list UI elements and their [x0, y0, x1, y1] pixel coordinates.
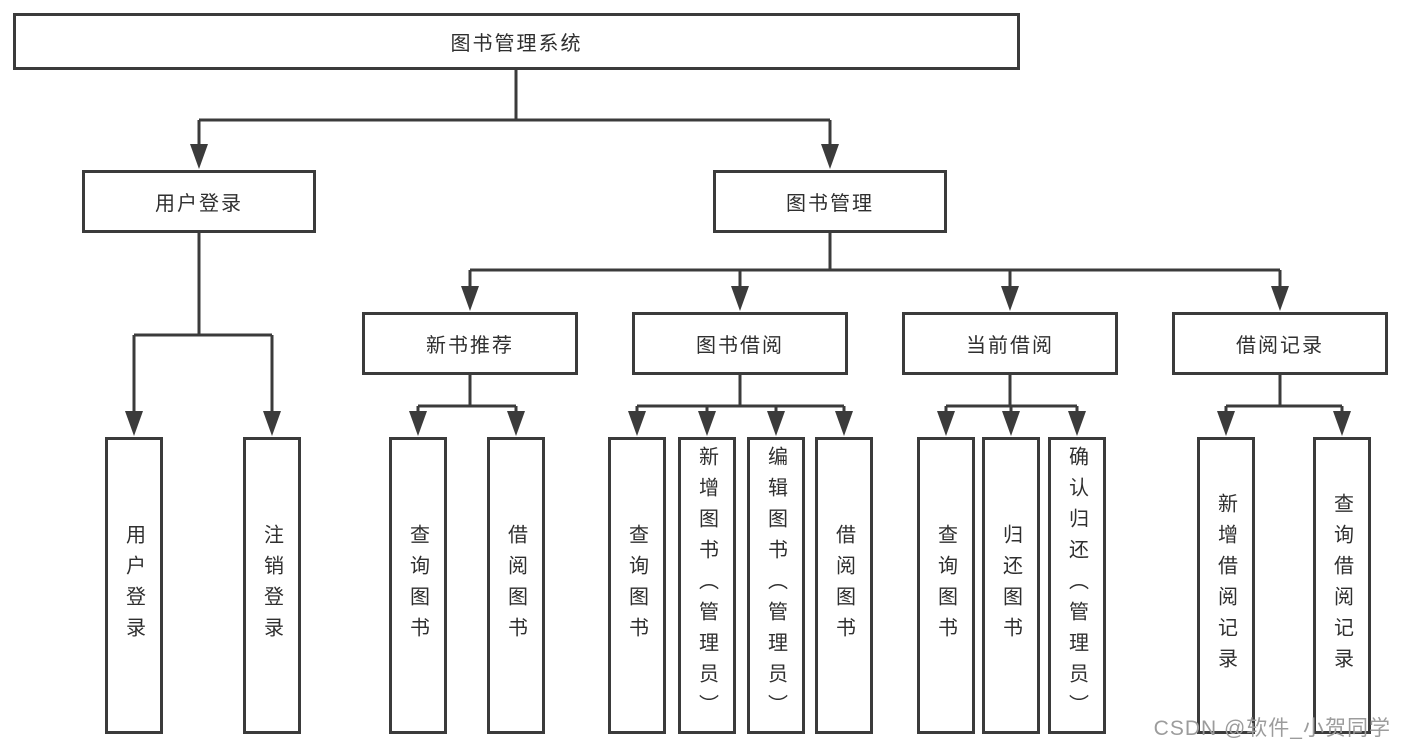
leaf-user-login: 用户登录 [105, 437, 163, 734]
arrowhead-icon [731, 286, 749, 311]
arrowhead-icon [263, 411, 281, 436]
arrowhead-icon [461, 286, 479, 311]
leaf-query-books-recommend: 查询图书 [389, 437, 447, 734]
arrowhead-icon [1068, 411, 1086, 436]
arrowhead-icon [190, 144, 208, 169]
arrowhead-icon [125, 411, 143, 436]
leaf-borrow-books-borrow: 借阅图书 [815, 437, 873, 734]
arrowhead-icon [937, 411, 955, 436]
arrowhead-icon [1333, 411, 1351, 436]
node-book-management: 图书管理 [713, 170, 947, 233]
leaf-return-book: 归还图书 [982, 437, 1040, 734]
leaf-query-books-borrow: 查询图书 [608, 437, 666, 734]
node-current-borrow: 当前借阅 [902, 312, 1118, 375]
arrowhead-icon [767, 411, 785, 436]
leaf-query-borrow-record: 查询借阅记录 [1313, 437, 1371, 734]
node-book-borrow: 图书借阅 [632, 312, 848, 375]
node-user-login: 用户登录 [82, 170, 316, 233]
leaf-logout: 注销登录 [243, 437, 301, 734]
arrowhead-icon [1002, 411, 1020, 436]
arrowhead-icon [698, 411, 716, 436]
arrowhead-icon [409, 411, 427, 436]
leaf-edit-book-admin: 编辑图书（管理员） [747, 437, 805, 734]
arrowhead-icon [1271, 286, 1289, 311]
leaf-add-book-admin: 新增图书（管理员） [678, 437, 736, 734]
arrowhead-icon [835, 411, 853, 436]
watermark: CSDN @软件_小贺同学 [1153, 717, 1391, 740]
leaf-borrow-books-recommend: 借阅图书 [487, 437, 545, 734]
arrowhead-icon [821, 144, 839, 169]
arrowhead-icon [1217, 411, 1235, 436]
arrowhead-icon [507, 411, 525, 436]
leaf-confirm-return-admin: 确认归还（管理员） [1048, 437, 1106, 734]
arrowhead-icon [628, 411, 646, 436]
leaf-add-borrow-record: 新增借阅记录 [1197, 437, 1255, 734]
arrowhead-icon [1001, 286, 1019, 311]
node-new-book-recommend: 新书推荐 [362, 312, 578, 375]
node-root-system: 图书管理系统 [13, 13, 1020, 70]
leaf-query-books-current: 查询图书 [917, 437, 975, 734]
node-borrow-records: 借阅记录 [1172, 312, 1388, 375]
